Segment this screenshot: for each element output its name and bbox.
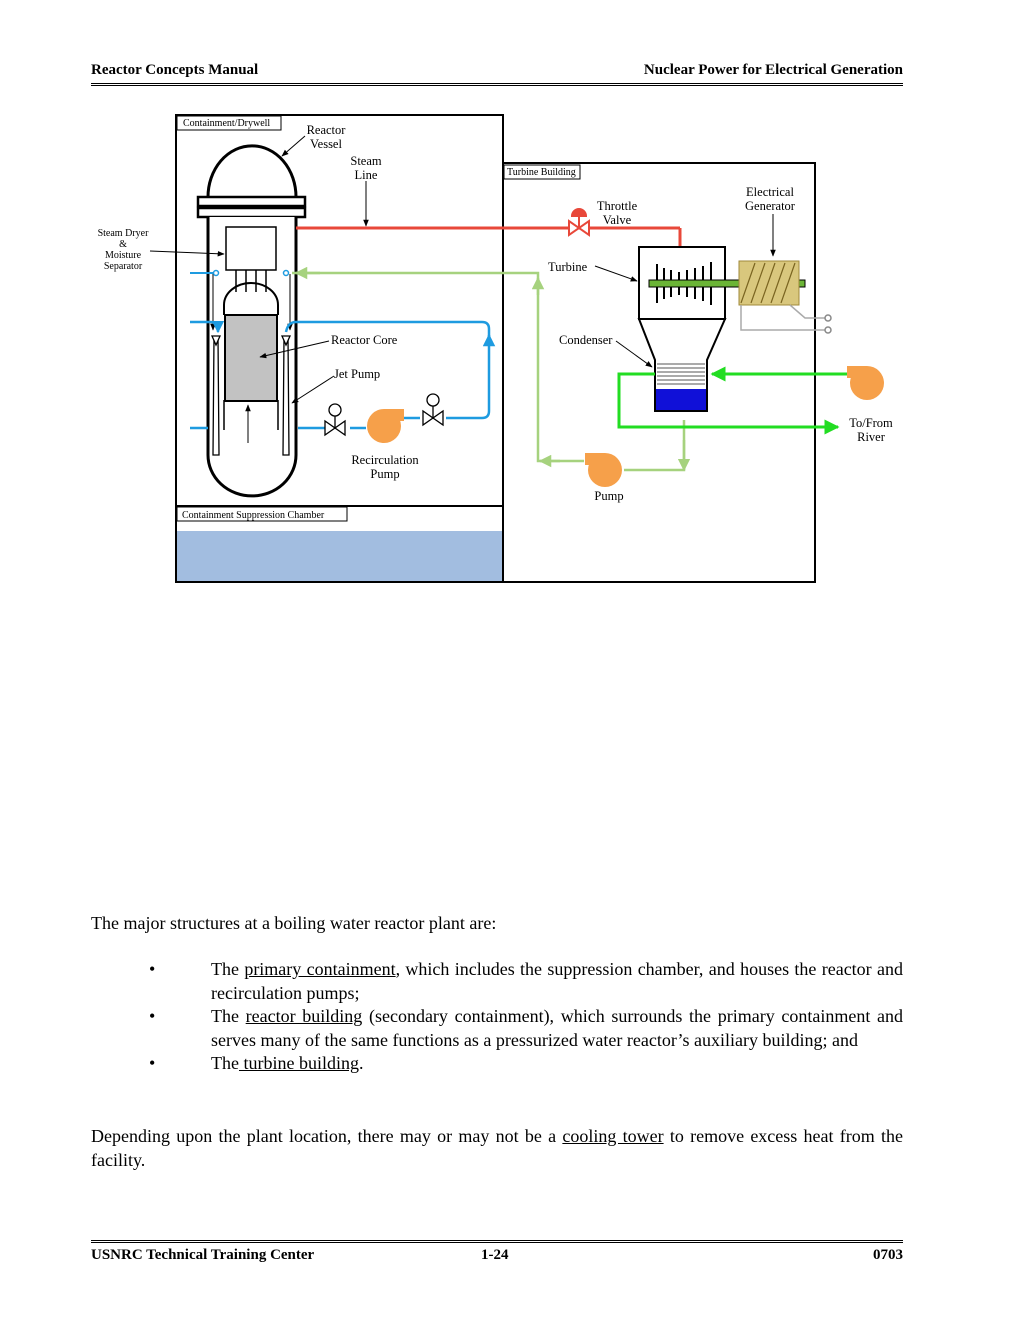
label-condenser: Condenser — [559, 333, 613, 347]
structures-list: • The primary containment, which include… — [91, 958, 903, 1076]
label-recirc-pump-1: Recirculation — [351, 453, 419, 467]
reactor-core — [224, 314, 278, 402]
page-header: Reactor Concepts Manual Nuclear Power fo… — [91, 61, 903, 86]
circulating-water-pump-icon — [847, 366, 884, 400]
label-steam-dryer-3: Moisture — [105, 250, 142, 261]
throttle-valve-icon — [568, 208, 590, 237]
revision-date: 0703 — [873, 1247, 903, 1263]
turbine-condenser — [637, 246, 727, 412]
label-generator-1: Electrical — [746, 185, 794, 199]
label-reactor-core: Reactor Core — [331, 333, 398, 347]
label-reactor-vessel-2: Vessel — [310, 137, 342, 151]
label-reactor-vessel-1: Reactor — [307, 123, 347, 137]
label-recirc-pump-2: Pump — [370, 467, 399, 481]
label-throttle-valve-2: Valve — [603, 213, 632, 227]
condenser-tubes — [657, 363, 705, 385]
label-jet-pump: Jet Pump — [334, 367, 380, 381]
recirculation-loop — [190, 320, 496, 430]
page-number: 1-24 — [481, 1247, 509, 1263]
recirc-valve-2-icon — [422, 393, 444, 427]
reactor-building-link[interactable]: reactor building — [245, 1006, 363, 1026]
feedwater-pump-icon — [585, 453, 622, 487]
label-throttle-valve-1: Throttle — [597, 199, 638, 213]
label-containment-drywell: Containment/Drywell — [183, 118, 270, 129]
recirc-valve-1-icon — [324, 403, 346, 437]
label-steam-dryer-4: Separator — [104, 261, 143, 272]
list-item: • The reactor building (secondary contai… — [149, 1006, 903, 1050]
steam-dryer-separator — [223, 226, 279, 430]
intro-paragraph: The major structures at a boiling water … — [91, 913, 497, 933]
generator-leads — [740, 304, 825, 331]
label-steam-line-2: Line — [355, 168, 378, 182]
manual-title: Reactor Concepts Manual — [91, 62, 259, 78]
chapter-title: Nuclear Power for Electrical Generation — [643, 62, 903, 78]
bullet-marker: • — [149, 959, 156, 979]
label-turbine: Turbine — [548, 260, 588, 274]
label-turbine-building: Turbine Building — [507, 167, 576, 178]
label-suppression-chamber: Containment Suppression Chamber — [182, 510, 325, 521]
label-pump: Pump — [594, 489, 623, 503]
label-steam-line-1: Steam — [350, 154, 382, 168]
bullet-marker: • — [149, 1053, 156, 1073]
condenser-hotwell — [656, 389, 706, 410]
recirculation-pump-icon — [367, 409, 404, 443]
jet-pump-left — [210, 335, 222, 456]
list-item: • The primary containment, which include… — [149, 959, 903, 1003]
jet-pump-right — [280, 335, 292, 456]
footer-organization: USNRC Technical Training Center — [91, 1247, 315, 1263]
label-river-2: River — [857, 430, 886, 444]
cooling-tower-link[interactable]: cooling tower — [562, 1126, 664, 1146]
primary-containment-link[interactable]: primary containment — [244, 959, 396, 979]
turbine-shaft — [648, 279, 806, 288]
list-item: • The turbine building. — [91, 1052, 903, 1076]
page-footer: USNRC Technical Training Center 1-24 070… — [91, 1240, 903, 1267]
label-generator-2: Generator — [745, 199, 796, 213]
label-river-1: To/From — [849, 416, 893, 430]
label-steam-dryer-1: Steam Dryer — [98, 228, 149, 239]
electrical-generator — [738, 260, 800, 306]
bullet-marker: • — [149, 1006, 156, 1026]
turbine-building-link[interactable]: turbine building — [238, 1053, 359, 1073]
suppression-pool-water — [176, 531, 502, 581]
bwr-plant-diagram: Containment/Drywell Turbine Building Con… — [98, 114, 893, 583]
closing-paragraph: Depending upon the plant location, there… — [91, 1126, 903, 1170]
label-steam-dryer-2: & — [119, 239, 127, 250]
